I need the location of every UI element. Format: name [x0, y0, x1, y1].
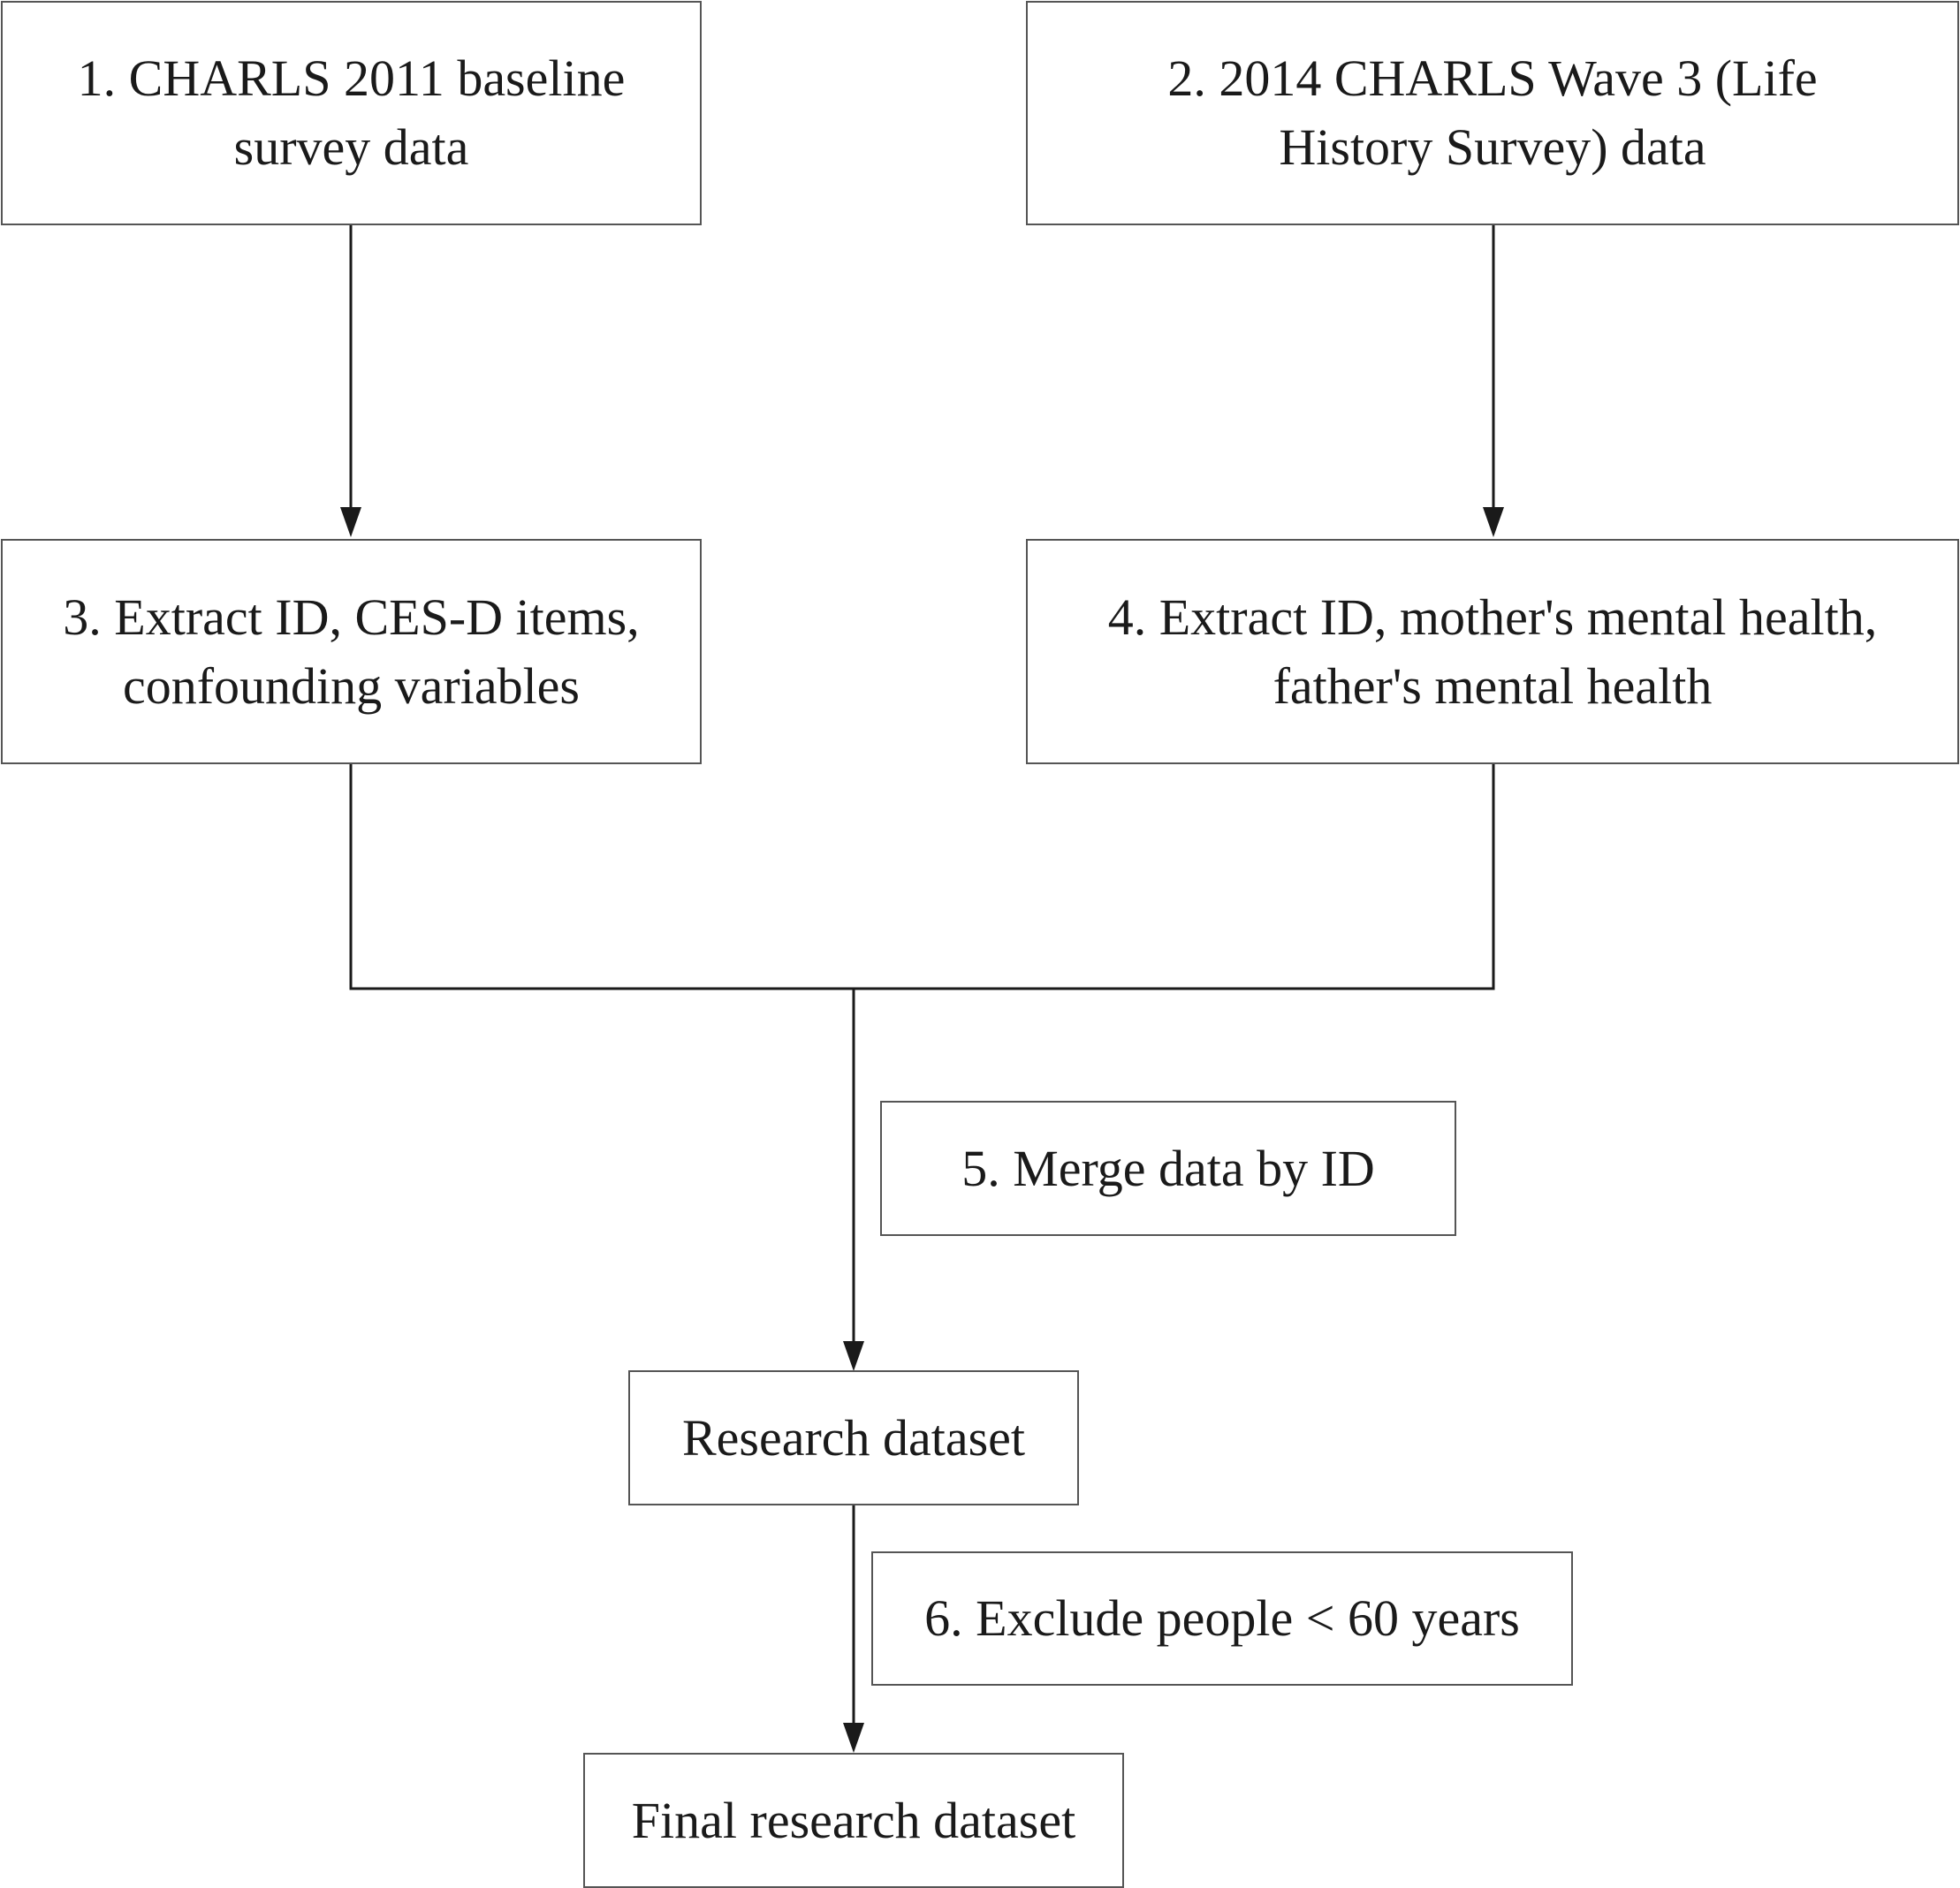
- node-1-label: 1. CHARLS 2011 baseline survey data: [77, 49, 626, 176]
- node-5-merge-annotation: 5. Merge data by ID: [880, 1101, 1456, 1236]
- node-2-label: 2. 2014 CHARLS Wave 3 (Life History Surv…: [1167, 49, 1818, 176]
- node-2-charls-2014: 2. 2014 CHARLS Wave 3 (Life History Surv…: [1026, 1, 1959, 225]
- arrowhead-research-to-final: [843, 1723, 864, 1753]
- node-final-research-dataset: Final research dataset: [583, 1753, 1124, 1888]
- node-6-label: 6. Exclude people < 60 years: [924, 1589, 1520, 1647]
- research-dataset-label: Research dataset: [681, 1408, 1026, 1467]
- arrowhead-n1-to-n3: [340, 507, 361, 537]
- node-research-dataset: Research dataset: [628, 1370, 1079, 1505]
- final-dataset-label: Final research dataset: [631, 1791, 1076, 1849]
- node-3-extract-ces-d: 3. Extract ID, CES-D items, confounding …: [1, 539, 702, 764]
- node-3-label: 3. Extract ID, CES-D items, confounding …: [63, 588, 640, 715]
- arrowhead-n2-to-n4: [1483, 507, 1504, 537]
- node-5-label: 5. Merge data by ID: [961, 1139, 1375, 1197]
- node-1-charls-2011: 1. CHARLS 2011 baseline survey data: [1, 1, 702, 225]
- arrowhead-merge-to-research: [843, 1341, 864, 1371]
- node-4-extract-parent-health: 4. Extract ID, mother's mental health, f…: [1026, 539, 1959, 764]
- node-6-exclude-annotation: 6. Exclude people < 60 years: [871, 1551, 1573, 1686]
- edge-n4-to-merge: [854, 763, 1495, 990]
- edge-n3-to-merge: [349, 763, 854, 990]
- node-4-label: 4. Extract ID, mother's mental health, f…: [1107, 588, 1878, 715]
